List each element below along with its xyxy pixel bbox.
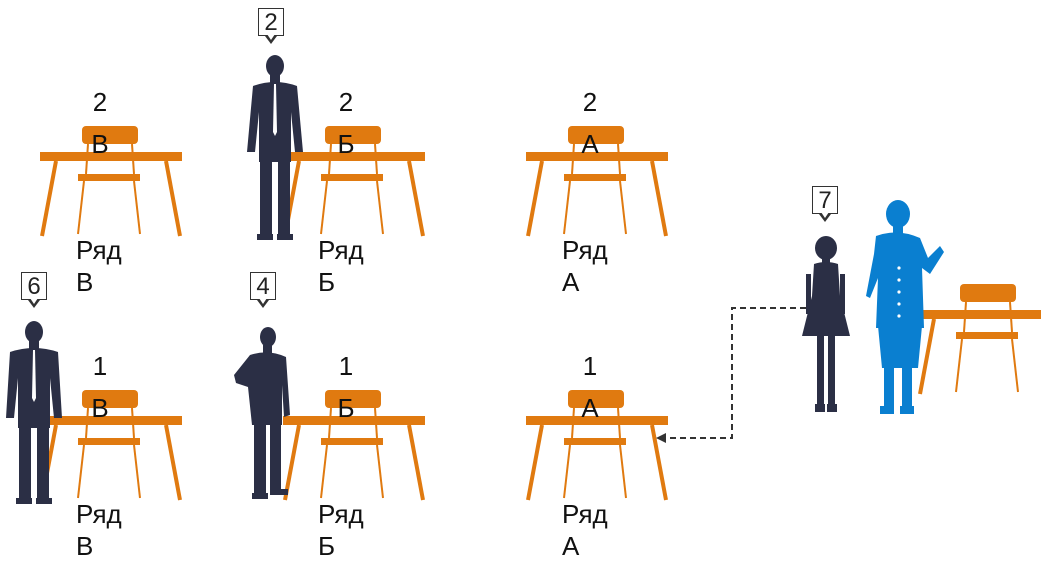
badge-4: 4 (250, 272, 276, 300)
desk-letter: Б (337, 129, 355, 159)
desk-letter: В (91, 393, 109, 423)
badge-2-tail (265, 34, 277, 44)
row-label: Ряд В (76, 499, 122, 561)
desk-shape (283, 390, 425, 501)
row-label: Ряд А (562, 499, 608, 561)
desk-letter: А (581, 129, 599, 159)
badge-7: 7 (812, 186, 838, 214)
desk-letter: Б (337, 393, 355, 423)
student-man-silhouette-2 (247, 55, 303, 240)
desk-number: 2 (92, 87, 108, 117)
school-desk (526, 388, 668, 508)
desk-shape (526, 126, 668, 237)
connector-arrow (656, 307, 806, 443)
desk-number: 2 (582, 87, 598, 117)
teacher-desk-shape (918, 284, 1041, 395)
school-desk (40, 124, 182, 244)
badge-4-tail (257, 298, 269, 308)
desk-number: 2 (338, 87, 354, 117)
student-girl-silhouette-7 (802, 236, 850, 412)
school-desk (283, 388, 425, 508)
badge-7-tail (819, 212, 831, 222)
desk-letter: А (581, 393, 599, 423)
desk-shape (283, 126, 425, 237)
row-label: Ряд А (562, 235, 608, 297)
desk-letter: В (91, 129, 109, 159)
badge-6: 6 (21, 272, 47, 300)
row-label: Ряд Б (318, 235, 364, 297)
row-label: Ряд В (76, 235, 122, 297)
row-label: Ряд Б (318, 499, 364, 561)
teacher-desk (918, 282, 1041, 402)
desk-shape (526, 390, 668, 501)
desk-shape (40, 126, 182, 237)
desk-number: 1 (338, 351, 354, 381)
student-man-silhouette-4 (234, 327, 290, 499)
badge-6-tail (28, 298, 40, 308)
school-desk (283, 124, 425, 244)
school-desk (526, 124, 668, 244)
student-man-silhouette-6 (6, 321, 62, 504)
teacher-silhouette (866, 200, 944, 414)
desk-number: 1 (92, 351, 108, 381)
badge-2: 2 (258, 8, 284, 36)
desk-number: 1 (582, 351, 598, 381)
